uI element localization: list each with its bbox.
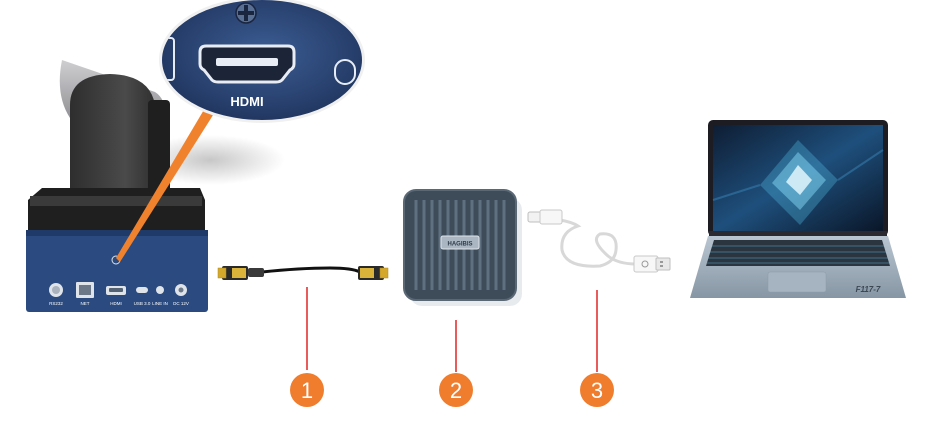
port-label-hdmi: HDMI: [110, 301, 122, 306]
port-label-rs232: RS232: [49, 301, 63, 306]
hdmi-zoom-bubble: HDMI: [159, 0, 365, 123]
usb-port: [136, 287, 148, 293]
laptop-model-label: F117-7: [856, 285, 881, 294]
port-label-net: NET: [81, 301, 90, 306]
camera-base-top: [28, 188, 205, 230]
capture-device: HAGIBIS: [403, 189, 522, 306]
brand-label: HAGIBIS: [447, 242, 472, 248]
laptop: F117-7: [690, 120, 906, 298]
camera-head: [70, 74, 162, 195]
port-label-dc: DC 12V: [173, 301, 189, 306]
line-in-port: [156, 286, 164, 294]
step-number-3: 3: [591, 378, 603, 403]
hdmi-zoom-label: HDMI: [230, 94, 263, 109]
rs232-port: [49, 283, 63, 297]
camera-arm: [148, 100, 170, 195]
laptop-touchpad: [767, 271, 827, 293]
port-label-line-in: LINE IN: [152, 301, 168, 306]
ptz-camera: RS232 NET HDMI USB 3.0 LINE IN DC 12V: [26, 60, 285, 312]
usb-cable: [527, 209, 671, 273]
hdmi-cable: [217, 266, 389, 280]
hdmi-port: [106, 286, 126, 295]
port-label-usb: USB 3.0: [134, 301, 151, 306]
laptop-keyboard: [706, 240, 890, 266]
step-badge-1: 1: [290, 373, 324, 407]
camera-port-panel: [26, 230, 208, 312]
step-number-2: 2: [450, 378, 462, 403]
net-port: [76, 282, 94, 298]
step-badge-3: 3: [580, 373, 614, 407]
step-number-1: 1: [301, 378, 313, 403]
brand-plate: [440, 235, 480, 250]
step-badge-2: 2: [439, 373, 473, 407]
callout-pointer: [116, 108, 215, 262]
